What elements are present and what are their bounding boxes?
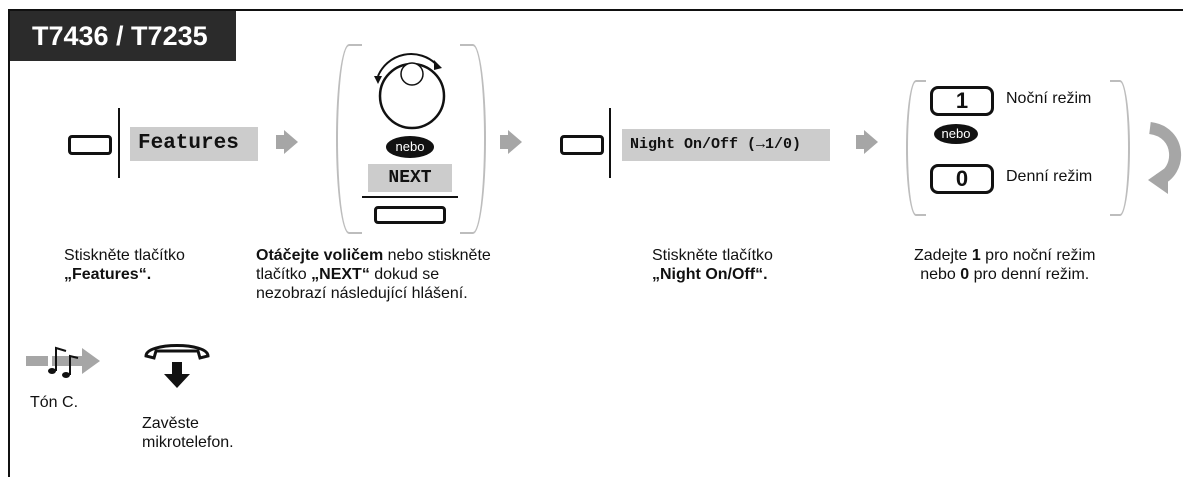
step4-caption-pre1: Zadejte bbox=[914, 247, 972, 264]
step4-caption-rest2: pro denní režim. bbox=[969, 266, 1090, 283]
frame-top-border bbox=[8, 9, 1183, 11]
step4-caption-pre2: nebo bbox=[920, 266, 961, 283]
features-display: Features bbox=[130, 127, 258, 161]
step2-caption-line3: nezobrazí následující hlášení. bbox=[256, 285, 468, 302]
arrow-1-icon bbox=[284, 130, 298, 154]
key-1-label: Noční režim bbox=[1006, 90, 1092, 107]
display-divider-2 bbox=[609, 108, 611, 178]
key-0-label: Denní režim bbox=[1006, 168, 1093, 185]
step4-caption: Zadejte 1 pro noční režim nebo 0 pro den… bbox=[914, 246, 1095, 284]
arrow-2-stem bbox=[500, 135, 508, 149]
hang-up-handset-icon bbox=[144, 344, 210, 388]
model-tab: T7436 / T7235 bbox=[10, 11, 236, 61]
right-paren bbox=[460, 44, 486, 234]
next-key-divider bbox=[362, 196, 458, 198]
step2-caption-pre2: tlačítko bbox=[256, 266, 312, 283]
step1-caption-line2: „Features“. bbox=[64, 266, 152, 283]
step1-caption-line1: Stiskněte tlačítko bbox=[64, 247, 185, 264]
next-key-icon[interactable] bbox=[374, 206, 446, 224]
key-0[interactable]: 0 bbox=[930, 164, 994, 194]
frame-left-border bbox=[8, 9, 10, 477]
arrow-1-stem bbox=[276, 135, 284, 149]
night-key-icon[interactable] bbox=[560, 135, 604, 155]
step3-caption-line1: Stiskněte tlačítko bbox=[652, 247, 773, 264]
hangup-caption: Zavěste mikrotelefon. bbox=[142, 414, 234, 452]
night-display: Night On/Off (→1/0) bbox=[622, 129, 830, 161]
arrow-3-icon bbox=[864, 130, 878, 154]
step4-caption-bold2: 0 bbox=[960, 266, 970, 283]
left-paren bbox=[336, 44, 362, 234]
jog-dial-icon[interactable] bbox=[364, 46, 460, 130]
step4-caption-rest1: pro noční režim bbox=[980, 247, 1096, 264]
key-1[interactable]: 1 bbox=[930, 86, 994, 116]
hangup-caption-line2: mikrotelefon. bbox=[142, 434, 234, 451]
step3-caption-line2: „Night On/Off“. bbox=[652, 266, 768, 283]
next-display: NEXT bbox=[368, 164, 452, 192]
tone-label: Tón C. bbox=[30, 394, 79, 411]
step3-caption: Stiskněte tlačítko „Night On/Off“. bbox=[652, 246, 773, 284]
hangup-caption-line1: Zavěste bbox=[142, 415, 199, 432]
step2-caption: Otáčejte voličem nebo stiskněte tlačítko… bbox=[256, 246, 491, 303]
nebo-badge: nebo bbox=[386, 136, 434, 158]
arrow-2-icon bbox=[508, 130, 522, 154]
continue-arrow-icon bbox=[1148, 122, 1181, 194]
step4-caption-bold1: 1 bbox=[971, 247, 981, 264]
tone-icon bbox=[26, 346, 100, 378]
step2-caption-bold1: Otáčejte voličem bbox=[256, 247, 384, 264]
arrow-3-stem bbox=[856, 135, 864, 149]
feature-key-icon[interactable] bbox=[68, 135, 112, 155]
nebo-badge-2: nebo bbox=[934, 124, 978, 144]
step2-caption-bold2: „NEXT“ bbox=[311, 266, 370, 283]
display-divider bbox=[118, 108, 120, 178]
step2-caption-rest2: dokud se bbox=[369, 266, 440, 283]
step2-caption-rest1: nebo stiskněte bbox=[383, 247, 491, 264]
left-paren-2 bbox=[906, 80, 926, 216]
step1-caption: Stiskněte tlačítko „Features“. bbox=[64, 246, 185, 284]
right-paren-2 bbox=[1110, 80, 1130, 216]
